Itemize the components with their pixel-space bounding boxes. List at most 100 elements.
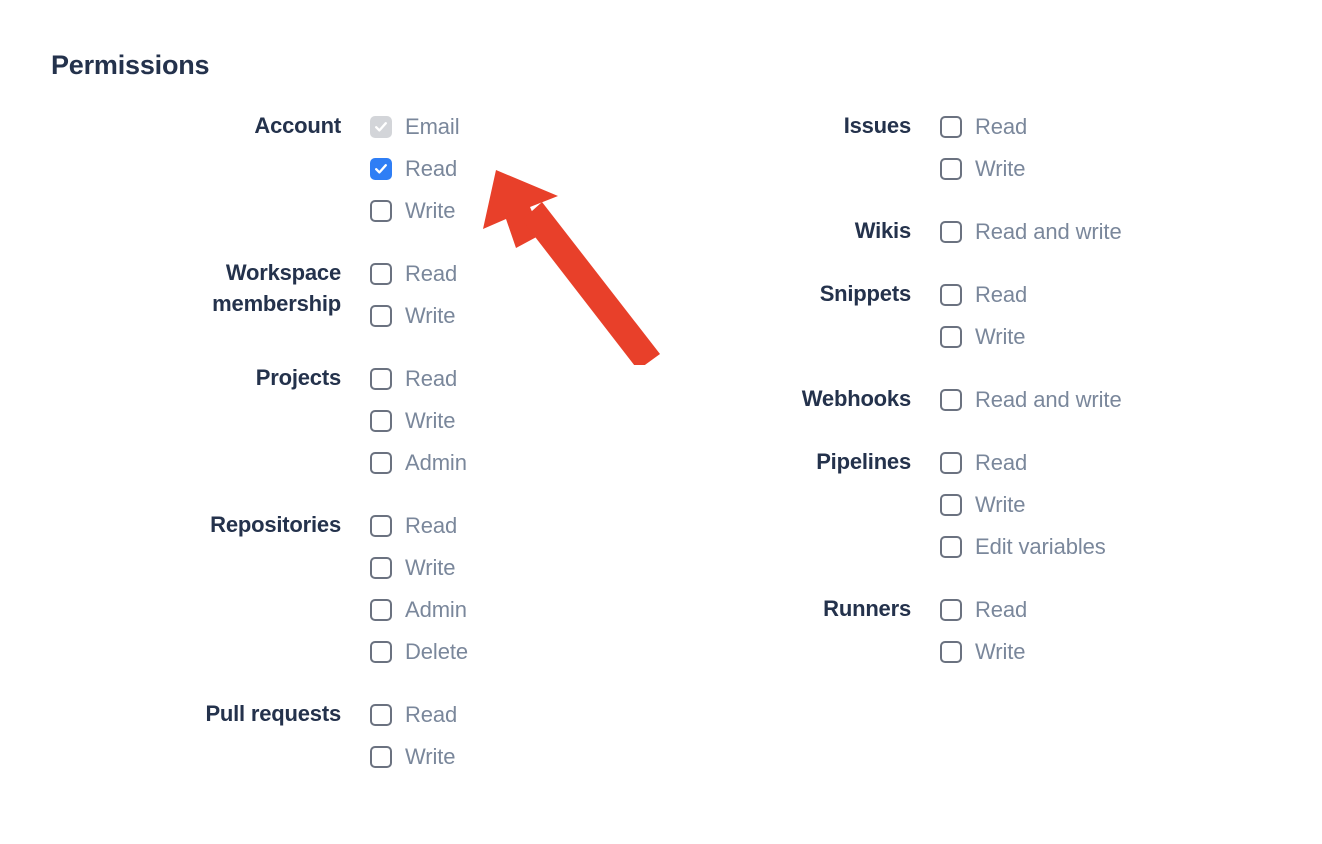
- permission-row-account-write[interactable]: Write: [370, 190, 460, 232]
- permission-row-issues-read[interactable]: Read: [940, 106, 1027, 148]
- permission-row-repositories-delete[interactable]: Delete: [370, 631, 468, 673]
- permission-options: Read and write: [911, 379, 1122, 421]
- option-label-write: Write: [405, 744, 456, 769]
- option-label-admin: Admin: [405, 450, 467, 475]
- checkbox-snippets-read[interactable]: [940, 284, 962, 306]
- checkbox-workspace-membership-write[interactable]: [370, 305, 392, 327]
- option-label-read: Read: [405, 366, 458, 391]
- option-label-write: Write: [405, 408, 456, 433]
- group-label-pull-requests: Pull requests: [205, 701, 341, 726]
- group-label-snippets: Snippets: [819, 281, 912, 306]
- checkbox-workspace-membership-read[interactable]: [370, 263, 392, 285]
- checkbox-snippets-write[interactable]: [940, 326, 962, 348]
- permission-row-workspace-membership-write[interactable]: Write: [370, 295, 457, 337]
- option-label-write: Write: [405, 198, 456, 223]
- permission-row-wikis-read-and-write[interactable]: Read and write: [940, 211, 1122, 253]
- option-label-read-and-write: Read and write: [975, 387, 1122, 412]
- checkbox-projects-write[interactable]: [370, 410, 392, 432]
- permission-row-pipelines-read[interactable]: Read: [940, 442, 1106, 484]
- option-label-read: Read: [975, 597, 1028, 622]
- group-label-issues: Issues: [843, 113, 911, 138]
- permission-row-snippets-read[interactable]: Read: [940, 274, 1027, 316]
- option-label-read: Read: [975, 450, 1028, 475]
- page-title: Permissions: [51, 50, 210, 80]
- checkbox-repositories-delete[interactable]: [370, 641, 392, 663]
- option-label-write: Write: [975, 492, 1026, 517]
- permission-row-account-read[interactable]: Read: [370, 148, 460, 190]
- permission-row-pipelines-write[interactable]: Write: [940, 484, 1106, 526]
- permission-row-pull-requests-write[interactable]: Write: [370, 736, 457, 778]
- checkbox-account-email: [370, 116, 392, 138]
- permission-row-repositories-read[interactable]: Read: [370, 505, 468, 547]
- checkbox-projects-read[interactable]: [370, 368, 392, 390]
- group-label-wikis: Wikis: [854, 218, 911, 243]
- checkbox-pull-requests-read[interactable]: [370, 704, 392, 726]
- group-label-runners: Runners: [823, 596, 911, 621]
- permission-options: Read and write: [911, 211, 1122, 253]
- checkbox-issues-read[interactable]: [940, 116, 962, 138]
- permission-row-issues-write[interactable]: Write: [940, 148, 1027, 190]
- option-label-read: Read: [975, 282, 1028, 307]
- checkbox-webhooks-read-and-write[interactable]: [940, 389, 962, 411]
- option-label-read: Read: [405, 513, 458, 538]
- permission-row-projects-admin[interactable]: Admin: [370, 442, 467, 484]
- permission-row-pipelines-edit-variables[interactable]: Edit variables: [940, 526, 1106, 568]
- permission-row-runners-write[interactable]: Write: [940, 631, 1027, 673]
- checkbox-runners-read[interactable]: [940, 599, 962, 621]
- checkbox-pipelines-edit-variables[interactable]: [940, 536, 962, 558]
- checkbox-repositories-write[interactable]: [370, 557, 392, 579]
- checkbox-repositories-read[interactable]: [370, 515, 392, 537]
- checkbox-account-write[interactable]: [370, 200, 392, 222]
- permission-row-workspace-membership-read[interactable]: Read: [370, 253, 457, 295]
- permission-row-repositories-admin[interactable]: Admin: [370, 589, 468, 631]
- checkbox-pipelines-read[interactable]: [940, 452, 962, 474]
- permission-row-webhooks-read-and-write[interactable]: Read and write: [940, 379, 1122, 421]
- checkbox-projects-admin[interactable]: [370, 452, 392, 474]
- option-label-edit-variables: Edit variables: [975, 534, 1106, 559]
- permission-row-account-email[interactable]: Email: [370, 106, 460, 148]
- permission-row-snippets-write[interactable]: Write: [940, 316, 1027, 358]
- permission-row-runners-read[interactable]: Read: [940, 589, 1027, 631]
- group-label-workspace-membership: Workspace membership: [212, 260, 341, 316]
- permission-row-repositories-write[interactable]: Write: [370, 547, 468, 589]
- option-label-read-and-write: Read and write: [975, 219, 1122, 244]
- option-label-read: Read: [405, 261, 458, 286]
- permission-group-wikis: Wikis Read and write: [660, 211, 1322, 253]
- option-label-read: Read: [975, 114, 1028, 139]
- group-label-account: Account: [254, 113, 341, 138]
- group-label-projects: Projects: [255, 365, 341, 390]
- checkbox-pipelines-write[interactable]: [940, 494, 962, 516]
- checkbox-wikis-read-and-write[interactable]: [940, 221, 962, 243]
- option-label-admin: Admin: [405, 597, 467, 622]
- option-label-read: Read: [405, 702, 458, 727]
- checkbox-repositories-admin[interactable]: [370, 599, 392, 621]
- permission-row-projects-read[interactable]: Read: [370, 358, 467, 400]
- permission-row-pull-requests-read[interactable]: Read: [370, 694, 457, 736]
- checkbox-pull-requests-write[interactable]: [370, 746, 392, 768]
- option-label-read: Read: [405, 156, 458, 181]
- checkbox-runners-write[interactable]: [940, 641, 962, 663]
- option-label-email: Email: [405, 114, 460, 139]
- option-label-write: Write: [975, 639, 1026, 664]
- checkbox-issues-write[interactable]: [940, 158, 962, 180]
- permission-row-projects-write[interactable]: Write: [370, 400, 467, 442]
- checkbox-account-read[interactable]: [370, 158, 392, 180]
